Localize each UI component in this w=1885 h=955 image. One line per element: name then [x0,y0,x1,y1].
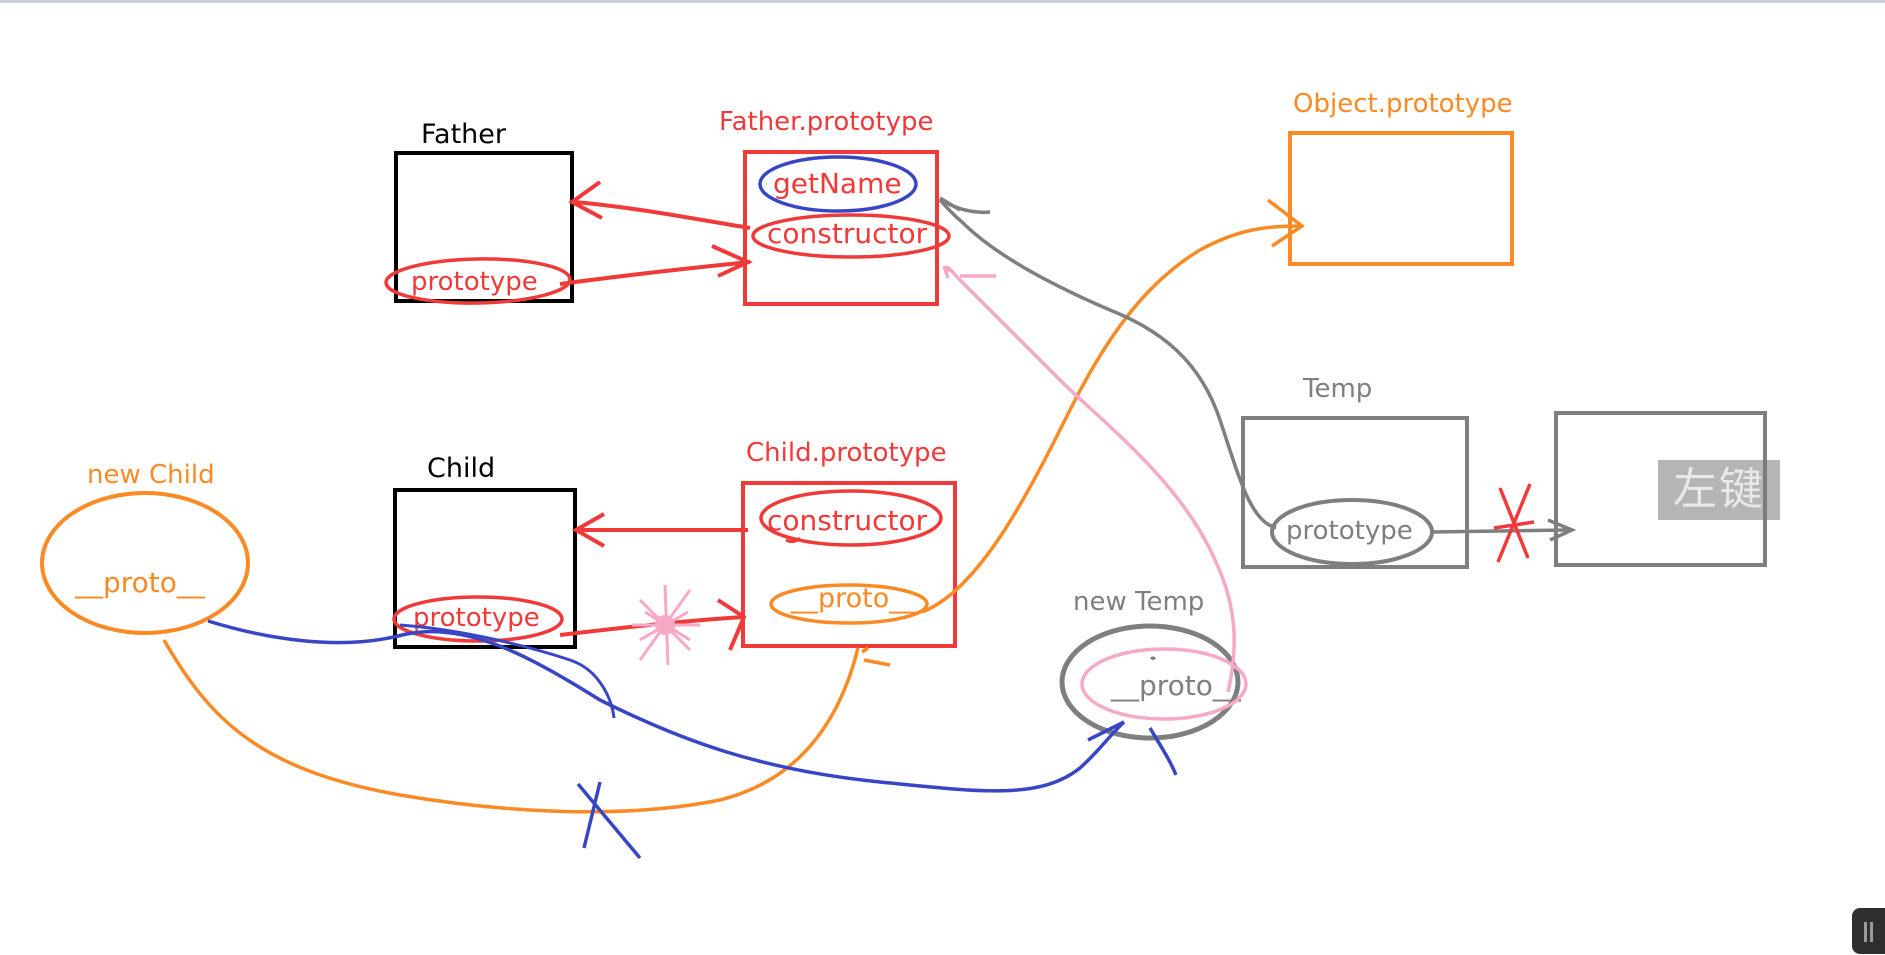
new-child-circle [40,491,250,635]
new-child-arrowhead [861,646,891,667]
blue-curve-child [399,623,616,719]
red-cross [1493,483,1535,563]
object-arrowhead [1266,198,1306,248]
new-temp-proto-field: __proto__ [1110,669,1242,702]
new-temp-label: new Temp [1073,587,1204,617]
father-prototype-label: Father.prototype [719,107,933,137]
child-constructor-field: constructor [767,504,928,537]
father-constructor-circle [751,213,951,259]
pink-arrowhead [942,265,996,279]
new-temp-dot [1149,656,1157,661]
gray-arrowhead [939,196,991,215]
new-child-label: new Child [87,460,215,490]
pink-scribble [632,584,700,666]
child-prototype-label: Child.prototype [746,438,947,468]
father-prototype-field: prototype [411,267,538,297]
new-temp-blue-arrowhead [1087,720,1178,776]
child-label: Child [427,453,495,484]
child-prototype-box [741,481,957,648]
getname-circle [758,155,918,213]
child-prototype-circle [392,595,564,643]
new-temp-proto-circle [1080,647,1248,721]
child-constructor-arrowhead [571,512,605,548]
temp-link-arrowhead [1547,518,1577,542]
new-child-to-child-proto-arrow [162,639,860,814]
overlay-badge: 左键 [1658,460,1780,520]
father-constructor-field: constructor [767,217,928,250]
side-handle[interactable] [1852,908,1885,954]
father-prototype-arrow [559,260,751,286]
father-box [394,151,574,303]
child-prototype-tick [785,536,802,544]
temp-prototype-field: prototype [1286,516,1413,546]
child-proto-to-object-arrow [921,224,1301,614]
blue-cross [576,781,642,860]
father-prototype-arrowhead [711,244,753,278]
new-temp-circle [1059,623,1241,741]
new-temp-to-father-proto-arrow [945,265,1236,693]
child-constructor-circle [759,489,943,547]
top-border [0,0,1885,3]
father-constructor-arrow [574,200,751,230]
new-child-to-new-temp-arrow [207,619,1126,793]
temp-prototype-link-arrow [1431,528,1571,534]
new-child-proto-field: __proto__ [74,566,206,599]
object-prototype-label: Object.prototype [1293,89,1513,119]
father-constructor-arrowhead [568,180,603,220]
grip-icon [1864,922,1867,942]
child-prototype-arrowhead [716,598,747,651]
father-prototype-circle [384,257,572,305]
getname-field: getName [773,167,902,200]
object-prototype-box [1288,131,1514,266]
child-box [393,488,577,649]
child-proto-link-circle [769,583,929,625]
temp-to-father-proto-arrow [938,198,1277,530]
temp-box [1241,416,1469,569]
temp-label: Temp [1302,374,1372,404]
father-label: Father [421,119,507,150]
